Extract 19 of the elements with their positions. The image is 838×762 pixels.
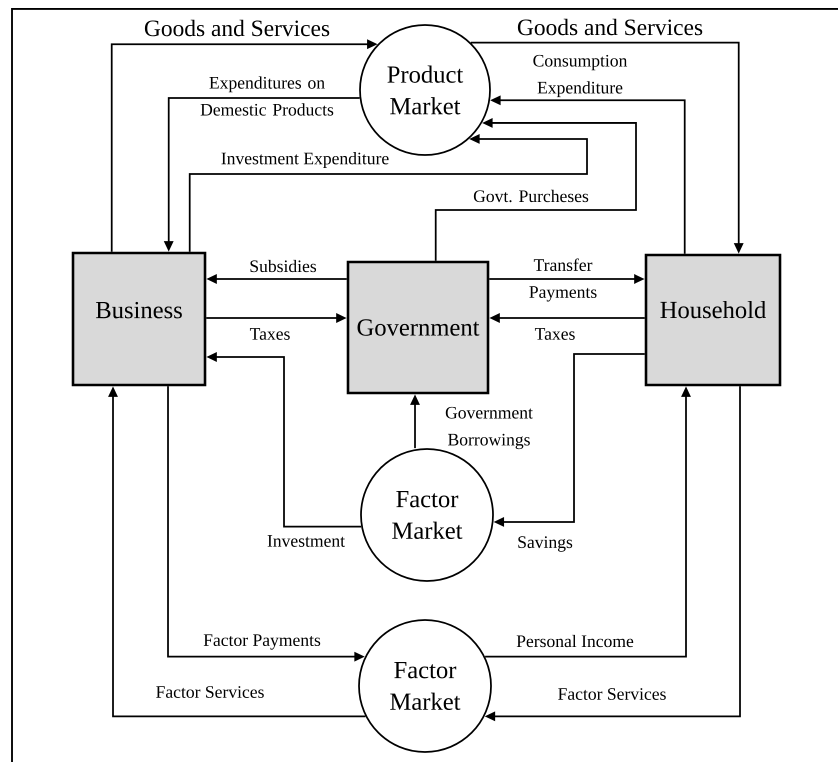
edge-label: Factor Payments — [204, 634, 320, 650]
edge-label: Factor Services — [558, 688, 666, 700]
edge-label: Taxes — [250, 328, 290, 340]
edge-label: Goods and Services — [144, 20, 330, 36]
sector-box: Household — [644, 254, 782, 386]
edge-label: Government Borrowings — [446, 406, 533, 450]
sector-box: Government — [346, 260, 490, 394]
edge-label: Expenditures on Demestic Products — [200, 76, 334, 116]
edge-label: Govt. Purcheses — [474, 190, 588, 202]
edge-label: Factor Services — [156, 686, 264, 698]
edge-label: Savings — [518, 536, 572, 552]
edge-label: Investment — [268, 535, 345, 547]
edge-label: Consumption Expenditure — [533, 54, 628, 98]
edge-label: Subsidies — [250, 260, 316, 272]
edge-label: Goods and Services — [518, 18, 702, 36]
edge-label: Transfer Payments — [529, 258, 597, 302]
edge-label: Personal Income — [516, 634, 634, 648]
sector-box: Business — [72, 252, 206, 386]
edge-label: Taxes — [534, 328, 575, 340]
